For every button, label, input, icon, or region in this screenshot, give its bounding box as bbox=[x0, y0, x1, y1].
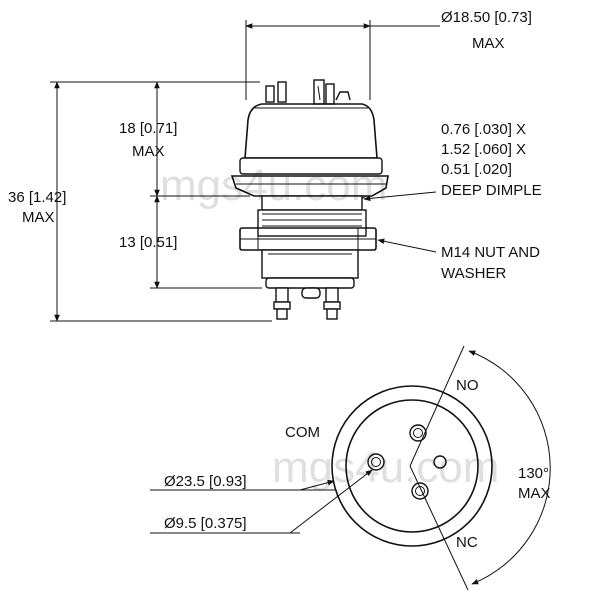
dim-upper-height-label: 18 [0.71] bbox=[119, 120, 177, 137]
bottom-view: NO COM NC 130° MAX Ø23.5 [0.93] Ø9.5 [0.… bbox=[150, 345, 551, 591]
dimple-line-2: 1.52 [.060] X bbox=[441, 141, 526, 158]
nut-callout: M14 NUT AND WASHER bbox=[377, 238, 540, 282]
terminal-com bbox=[367, 453, 385, 471]
angle-arc bbox=[468, 350, 551, 585]
center-hole bbox=[433, 455, 447, 469]
dimple-line-3: 0.51 [.020] bbox=[441, 161, 512, 178]
dim-total-height-max: MAX bbox=[22, 209, 55, 226]
angle-label: 130° bbox=[518, 465, 549, 482]
dim-top-diameter-label: Ø18.50 [0.73] bbox=[441, 9, 532, 26]
label-no: NO bbox=[456, 377, 479, 394]
angle-max: MAX bbox=[518, 485, 551, 502]
side-view: Ø18.50 [0.73] MAX 36 [1.42] MAX 18 [0.71… bbox=[8, 9, 542, 322]
dim-top-diameter-max: MAX bbox=[472, 35, 505, 52]
flange bbox=[230, 175, 389, 197]
dimple-callout: 0.76 [.030] X 1.52 [.060] X 0.51 [.020] … bbox=[363, 121, 542, 202]
nut-line-2: WASHER bbox=[441, 265, 506, 282]
dim-upper-height: 18 [0.71] MAX bbox=[119, 81, 250, 197]
label-com: COM bbox=[285, 424, 320, 441]
dim-top-diameter: Ø18.50 [0.73] MAX bbox=[245, 9, 532, 100]
dim-total-height-label: 36 [1.42] bbox=[8, 189, 66, 206]
nut-line-1: M14 NUT AND bbox=[441, 244, 540, 261]
outer-circle bbox=[331, 385, 493, 547]
dim-thread-height-label: 13 [0.51] bbox=[119, 234, 177, 251]
terminal-no bbox=[409, 424, 427, 442]
watermark-bottom: mgs4u.com bbox=[272, 443, 499, 492]
dim-thread-height: 13 [0.51] bbox=[119, 195, 262, 289]
switch-cap bbox=[244, 103, 378, 159]
cap-band bbox=[239, 157, 383, 175]
label-nc: NC bbox=[456, 534, 478, 551]
dim-inner-diameter: Ø9.5 [0.375] bbox=[150, 469, 373, 534]
dim-upper-height-max: MAX bbox=[132, 143, 165, 160]
watermark-top: mgs4u.com bbox=[160, 161, 387, 210]
dim-outer-diameter-label: Ø23.5 [0.93] bbox=[164, 473, 247, 490]
bottom-pins bbox=[273, 287, 341, 320]
dimple-line-4: DEEP DIMPLE bbox=[441, 182, 542, 199]
dimple-line-1: 0.76 [.030] X bbox=[441, 121, 526, 138]
dim-outer-diameter: Ø23.5 [0.93] bbox=[150, 473, 336, 491]
dim-inner-diameter-label: Ø9.5 [0.375] bbox=[164, 515, 247, 532]
top-terminals bbox=[265, 79, 351, 105]
